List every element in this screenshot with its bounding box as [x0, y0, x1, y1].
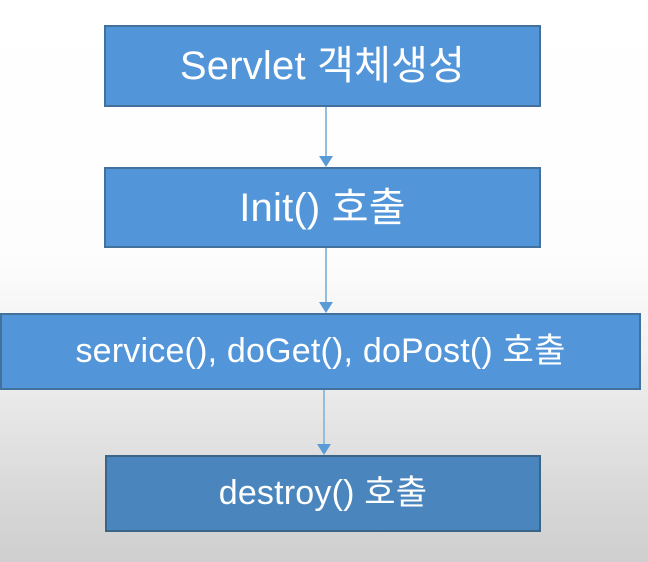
flow-node-label: Init() 호출 [239, 185, 406, 230]
flow-node-init-call[interactable]: Init() 호출 [104, 167, 541, 248]
flow-node-servlet-object-creation[interactable]: Servlet 객체생성 [104, 25, 541, 107]
flow-node-label: destroy() 호출 [218, 473, 428, 512]
arrow-shaft [325, 248, 327, 302]
flow-node-service-doget-dopost-call[interactable]: service(), doGet(), doPost() 호출 [0, 313, 641, 390]
arrow-connector-2 [315, 248, 337, 313]
arrow-head-down-icon [319, 156, 333, 167]
arrow-head-down-icon [317, 444, 331, 455]
arrow-connector-3 [313, 390, 335, 455]
flow-node-destroy-call[interactable]: destroy() 호출 [105, 455, 541, 532]
flow-node-label: service(), doGet(), doPost() 호출 [75, 331, 566, 370]
arrow-connector-1 [315, 107, 337, 167]
arrow-shaft [325, 107, 327, 156]
arrow-shaft [323, 390, 325, 444]
arrow-head-down-icon [319, 302, 333, 313]
flow-node-label: Servlet 객체생성 [179, 44, 466, 88]
